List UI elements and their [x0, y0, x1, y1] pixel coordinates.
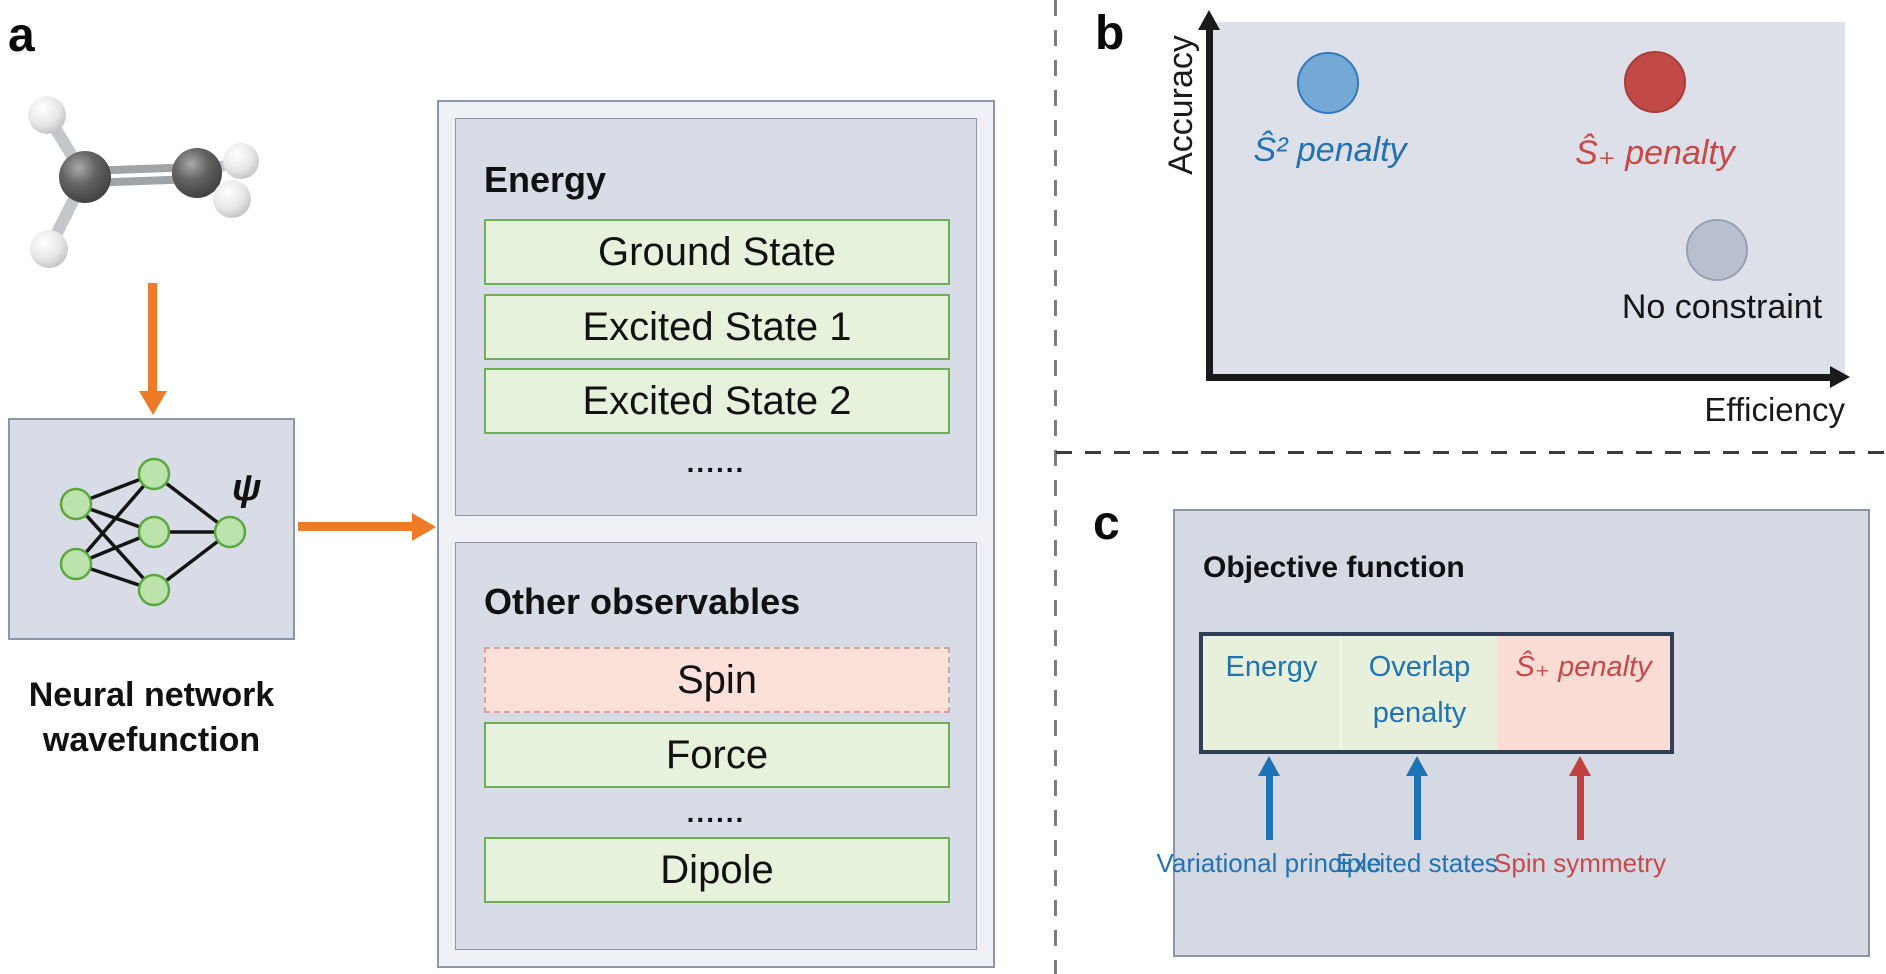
hydrogen-atom	[28, 96, 66, 134]
panel-a-label: a	[8, 9, 35, 62]
y-axis-arrow-icon	[1198, 10, 1220, 30]
molecule-atoms	[28, 96, 259, 268]
energy-ellipsis: ......	[686, 447, 746, 478]
arrow-up-head-icon	[1258, 756, 1280, 776]
arrow-down-head-icon	[139, 391, 167, 415]
nn-caption-line2: wavefunction	[42, 721, 261, 759]
y-axis-label: Accuracy	[1162, 35, 1200, 175]
hydrogen-atom	[223, 143, 259, 179]
nn-caption-line1: Neural network	[28, 676, 275, 714]
energy-section-title: Energy	[484, 159, 607, 200]
arrow-up-head-icon	[1406, 756, 1428, 776]
other-ellipsis: ......	[686, 797, 746, 828]
other-row-spin: Spin	[484, 647, 950, 713]
energy-row-excited-state-2: Excited State 2	[484, 368, 950, 434]
objective-function-bar: Energy Overlap penalty Ŝ₊ penalty	[1199, 632, 1674, 754]
arrow-up-icon	[1414, 774, 1421, 840]
splus-penalty-label: Ŝ₊ penalty	[1575, 134, 1735, 172]
term-splus-penalty: Ŝ₊ penalty	[1497, 636, 1670, 750]
ethylene-molecule	[28, 96, 259, 268]
x-axis	[1206, 374, 1832, 381]
objective-function-box: Objective function Energy Overlap penalt…	[1157, 509, 1870, 957]
arrow-up-head-icon	[1569, 756, 1591, 776]
no-constraint-label: No constraint	[1621, 288, 1823, 326]
network-nodes	[59, 457, 247, 607]
arrow-up-icon	[1266, 774, 1273, 840]
x-axis-label: Efficiency	[1704, 391, 1845, 428]
arrow-up-icon	[1577, 774, 1584, 840]
outputs-container: Energy Ground State Excited State 1 Exci…	[437, 100, 995, 968]
y-axis	[1206, 28, 1213, 377]
data-point-no-constraint	[1686, 219, 1748, 281]
arrow-down-icon	[148, 283, 157, 393]
energy-row-ground-state: Ground State	[484, 219, 950, 285]
panel-c-label: c	[1093, 497, 1120, 550]
annotation-excited-states: Excited states	[1336, 848, 1498, 878]
objective-function-title: Objective function	[1203, 551, 1465, 584]
other-observables-title: Other observables	[484, 581, 801, 622]
nn-caption: Neural network wavefunction	[0, 673, 303, 763]
neural-network-graph: ψ	[59, 457, 261, 607]
x-axis-arrow-icon	[1830, 366, 1850, 388]
horizontal-dashed-divider	[1056, 451, 1886, 454]
other-row-dipole: Dipole	[484, 837, 950, 903]
energy-section: Energy Ground State Excited State 1 Exci…	[455, 118, 977, 516]
data-point-splus-penalty	[1624, 51, 1686, 113]
carbon-atom	[59, 151, 111, 203]
hydrogen-atom	[30, 230, 68, 268]
psi-symbol: ψ	[232, 467, 261, 509]
annotation-variational-principle: Variational principle	[1156, 848, 1382, 878]
vertical-dashed-divider	[1054, 0, 1057, 974]
arrow-right-head-icon	[412, 513, 436, 541]
carbon-atom	[172, 148, 222, 198]
s2-penalty-label: Ŝ² penalty	[1253, 131, 1407, 169]
other-observables-section: Other observables Spin Force ...... Dipo…	[455, 542, 977, 950]
annotation-spin-symmetry: Spin symmetry	[1494, 848, 1666, 878]
term-overlap-penalty: Overlap penalty	[1342, 636, 1497, 750]
neural-network-box: ψ	[8, 418, 295, 640]
panel-b-label: b	[1095, 7, 1125, 60]
term-energy: Energy	[1203, 636, 1342, 750]
data-point-s2-penalty	[1297, 52, 1359, 114]
arrow-right-icon	[298, 522, 416, 531]
other-row-force: Force	[484, 722, 950, 788]
hydrogen-atom	[213, 180, 251, 218]
energy-row-excited-state-1: Excited State 1	[484, 294, 950, 360]
